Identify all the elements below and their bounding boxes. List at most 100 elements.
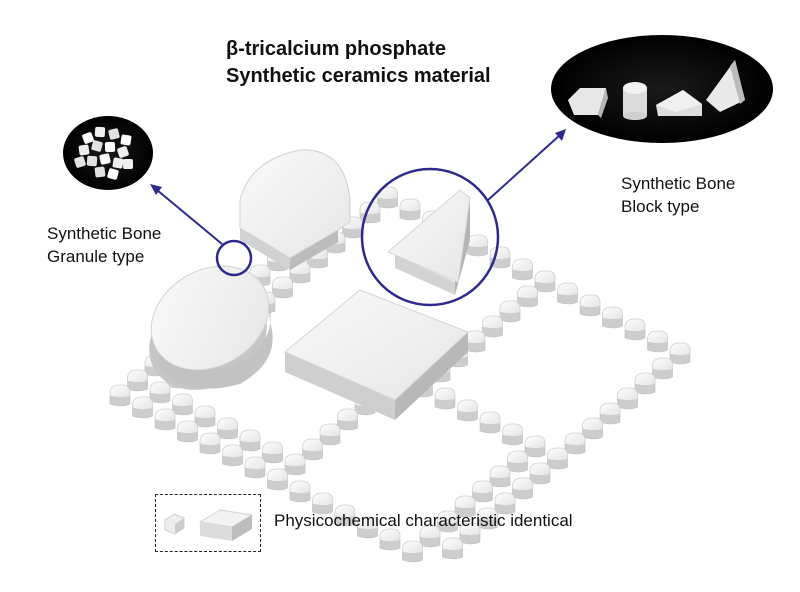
granule-cube bbox=[402, 540, 423, 563]
photo-granule bbox=[108, 128, 120, 140]
granule-cube bbox=[217, 417, 238, 440]
granule-label-line-2: Granule type bbox=[47, 247, 145, 266]
granule-cube bbox=[239, 429, 261, 452]
granule-cube bbox=[334, 504, 356, 527]
block-callout bbox=[360, 129, 566, 307]
granule-cube bbox=[634, 372, 656, 395]
granule-cube bbox=[529, 462, 551, 485]
block-label-line-2: Block type bbox=[621, 197, 700, 216]
granule-cube bbox=[302, 438, 323, 461]
granule-cube bbox=[289, 480, 311, 503]
granule-cube bbox=[194, 405, 216, 428]
wedge-block bbox=[387, 189, 471, 295]
granule-cube bbox=[599, 402, 621, 425]
granule-cube bbox=[457, 399, 478, 422]
granule-label: Synthetic Bone Granule type bbox=[47, 222, 161, 268]
granule-cube bbox=[507, 450, 528, 473]
photo-rounded-block bbox=[568, 88, 606, 115]
photo-granule bbox=[122, 158, 134, 170]
title-line-2: Synthetic ceramics material bbox=[226, 65, 491, 87]
granule-cube bbox=[482, 315, 503, 338]
granule-cube bbox=[499, 300, 521, 323]
granule-cube bbox=[272, 276, 293, 299]
granule-cube bbox=[172, 393, 193, 416]
granule-cube bbox=[132, 396, 153, 419]
block-photo bbox=[551, 35, 773, 143]
granule-cube bbox=[557, 282, 578, 305]
granule-cube bbox=[312, 492, 333, 515]
granule-cube bbox=[534, 270, 556, 293]
granule-cube bbox=[512, 477, 533, 500]
granule-cube bbox=[399, 198, 421, 221]
granule-cube bbox=[489, 465, 511, 488]
granule-callout bbox=[150, 184, 253, 277]
granule-cube bbox=[244, 456, 266, 479]
granule-cube bbox=[357, 516, 378, 539]
granule-cube bbox=[319, 423, 341, 446]
granule-cube bbox=[582, 417, 603, 440]
legend-text: Physicochemical characteristic identical bbox=[274, 511, 573, 530]
granule-cube bbox=[512, 258, 533, 281]
granule-cube bbox=[419, 525, 441, 548]
granule-cube bbox=[337, 408, 358, 431]
granule-cube bbox=[602, 306, 623, 329]
granule-cube bbox=[617, 387, 638, 410]
block-label: Synthetic Bone Block type bbox=[621, 172, 735, 218]
photo-granule bbox=[91, 140, 103, 152]
granule-cube bbox=[262, 441, 283, 464]
granule-label-line-1: Synthetic Bone bbox=[47, 224, 162, 243]
granule-photo-pieces bbox=[74, 126, 134, 180]
granule-cube bbox=[547, 447, 568, 470]
granule-cube bbox=[437, 510, 458, 533]
rounded-block bbox=[239, 149, 351, 270]
granule-cube bbox=[467, 234, 488, 257]
photo-granule bbox=[78, 144, 90, 156]
granule-cube bbox=[177, 420, 198, 443]
granule-cube bbox=[109, 384, 131, 407]
granule-cube bbox=[624, 318, 646, 341]
granule-cube bbox=[284, 453, 306, 476]
granule-cube bbox=[502, 423, 523, 446]
granule-cube bbox=[154, 408, 176, 431]
granule-cube bbox=[267, 468, 288, 491]
granule-cube bbox=[669, 342, 691, 365]
photo-granule bbox=[82, 132, 94, 144]
photo-granule bbox=[74, 156, 86, 168]
granule-photo bbox=[63, 116, 153, 190]
photo-granule bbox=[104, 141, 116, 153]
granule-cube bbox=[494, 492, 516, 515]
photo-granule bbox=[94, 126, 106, 138]
granule-cube bbox=[479, 411, 501, 434]
photo-granule bbox=[112, 157, 124, 169]
rectangular-block bbox=[284, 289, 469, 420]
granule-cube bbox=[149, 381, 171, 404]
granule-cube bbox=[564, 432, 586, 455]
granule-cube bbox=[524, 435, 546, 458]
granule-cube bbox=[517, 285, 538, 308]
legend-box bbox=[155, 494, 261, 552]
photo-granule bbox=[120, 134, 132, 146]
granule-cube bbox=[379, 528, 401, 551]
granule-cube bbox=[127, 369, 148, 392]
title-line-1: β-tricalcium phosphate bbox=[226, 38, 447, 60]
granule-cube bbox=[647, 330, 668, 353]
granule-cube bbox=[442, 537, 463, 560]
disc-block bbox=[149, 265, 273, 390]
block-label-line-1: Synthetic Bone bbox=[621, 174, 736, 193]
granule-cube bbox=[434, 387, 456, 410]
legend-icons bbox=[164, 509, 254, 541]
granule-cube bbox=[454, 495, 476, 518]
granule-cube bbox=[477, 507, 498, 530]
granule-cube bbox=[459, 522, 481, 545]
granule-cube bbox=[579, 294, 601, 317]
granule-cube bbox=[652, 357, 673, 380]
photo-granule bbox=[94, 166, 106, 178]
photo-granule bbox=[117, 146, 129, 158]
granule-cube bbox=[222, 444, 243, 467]
photo-granule bbox=[86, 155, 98, 167]
granule-cube bbox=[472, 480, 493, 503]
photo-granule bbox=[107, 168, 119, 180]
granule-cube bbox=[199, 432, 221, 455]
photo-granule bbox=[99, 153, 111, 165]
